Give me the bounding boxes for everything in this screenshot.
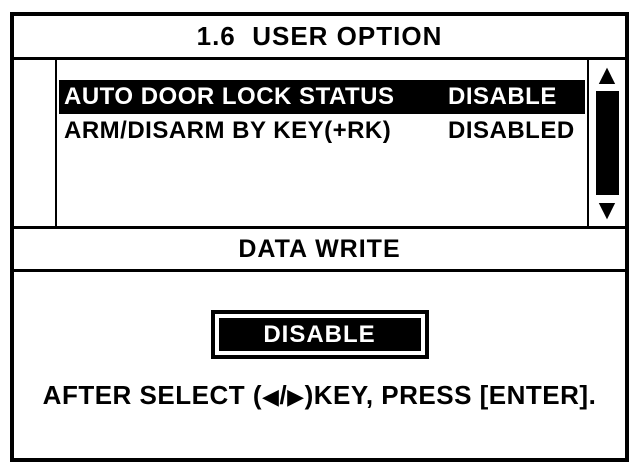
- list-item-arm-disarm-by-key[interactable]: ARM/DISARM BY KEY(+RK) DISABLED: [59, 114, 585, 148]
- selected-value: DISABLE: [218, 318, 421, 351]
- scroll-down-icon[interactable]: ▼: [593, 194, 621, 225]
- data-write-header: DATA WRITE: [14, 226, 625, 272]
- option-list-section: AUTO DOOR LOCK STATUS DISABLE ARM/DISARM…: [14, 60, 625, 226]
- scrollbar[interactable]: ▲ ▼: [587, 60, 625, 226]
- page-title: 1.6 USER OPTION: [14, 16, 625, 60]
- instruction-suffix: )KEY, PRESS [ENTER].: [304, 380, 597, 410]
- instruction-text: AFTER SELECT (◀/▶)KEY, PRESS [ENTER].: [14, 380, 625, 411]
- option-label: AUTO DOOR LOCK STATUS: [64, 83, 395, 110]
- scan-tool-screen: 1.6 USER OPTION AUTO DOOR LOCK STATUS DI…: [10, 12, 629, 462]
- instruction-prefix: AFTER SELECT (: [42, 380, 263, 410]
- left-arrow-key-icon: ◀: [262, 384, 280, 409]
- scrollbar-thumb[interactable]: [595, 90, 619, 195]
- option-list: AUTO DOOR LOCK STATUS DISABLE ARM/DISARM…: [57, 60, 587, 226]
- option-value: DISABLE: [448, 83, 557, 110]
- option-label: ARM/DISARM BY KEY(+RK): [64, 117, 392, 144]
- left-gutter: [14, 60, 57, 226]
- option-value: DISABLED: [448, 117, 575, 144]
- instruction-separator: /: [279, 380, 288, 410]
- scroll-up-icon[interactable]: ▲: [593, 60, 621, 90]
- editor-section: DISABLE AFTER SELECT (◀/▶)KEY, PRESS [EN…: [14, 272, 625, 458]
- value-selector-button[interactable]: DISABLE: [210, 310, 429, 359]
- list-item-auto-door-lock[interactable]: AUTO DOOR LOCK STATUS DISABLE: [59, 80, 585, 114]
- right-arrow-key-icon: ▶: [287, 384, 305, 409]
